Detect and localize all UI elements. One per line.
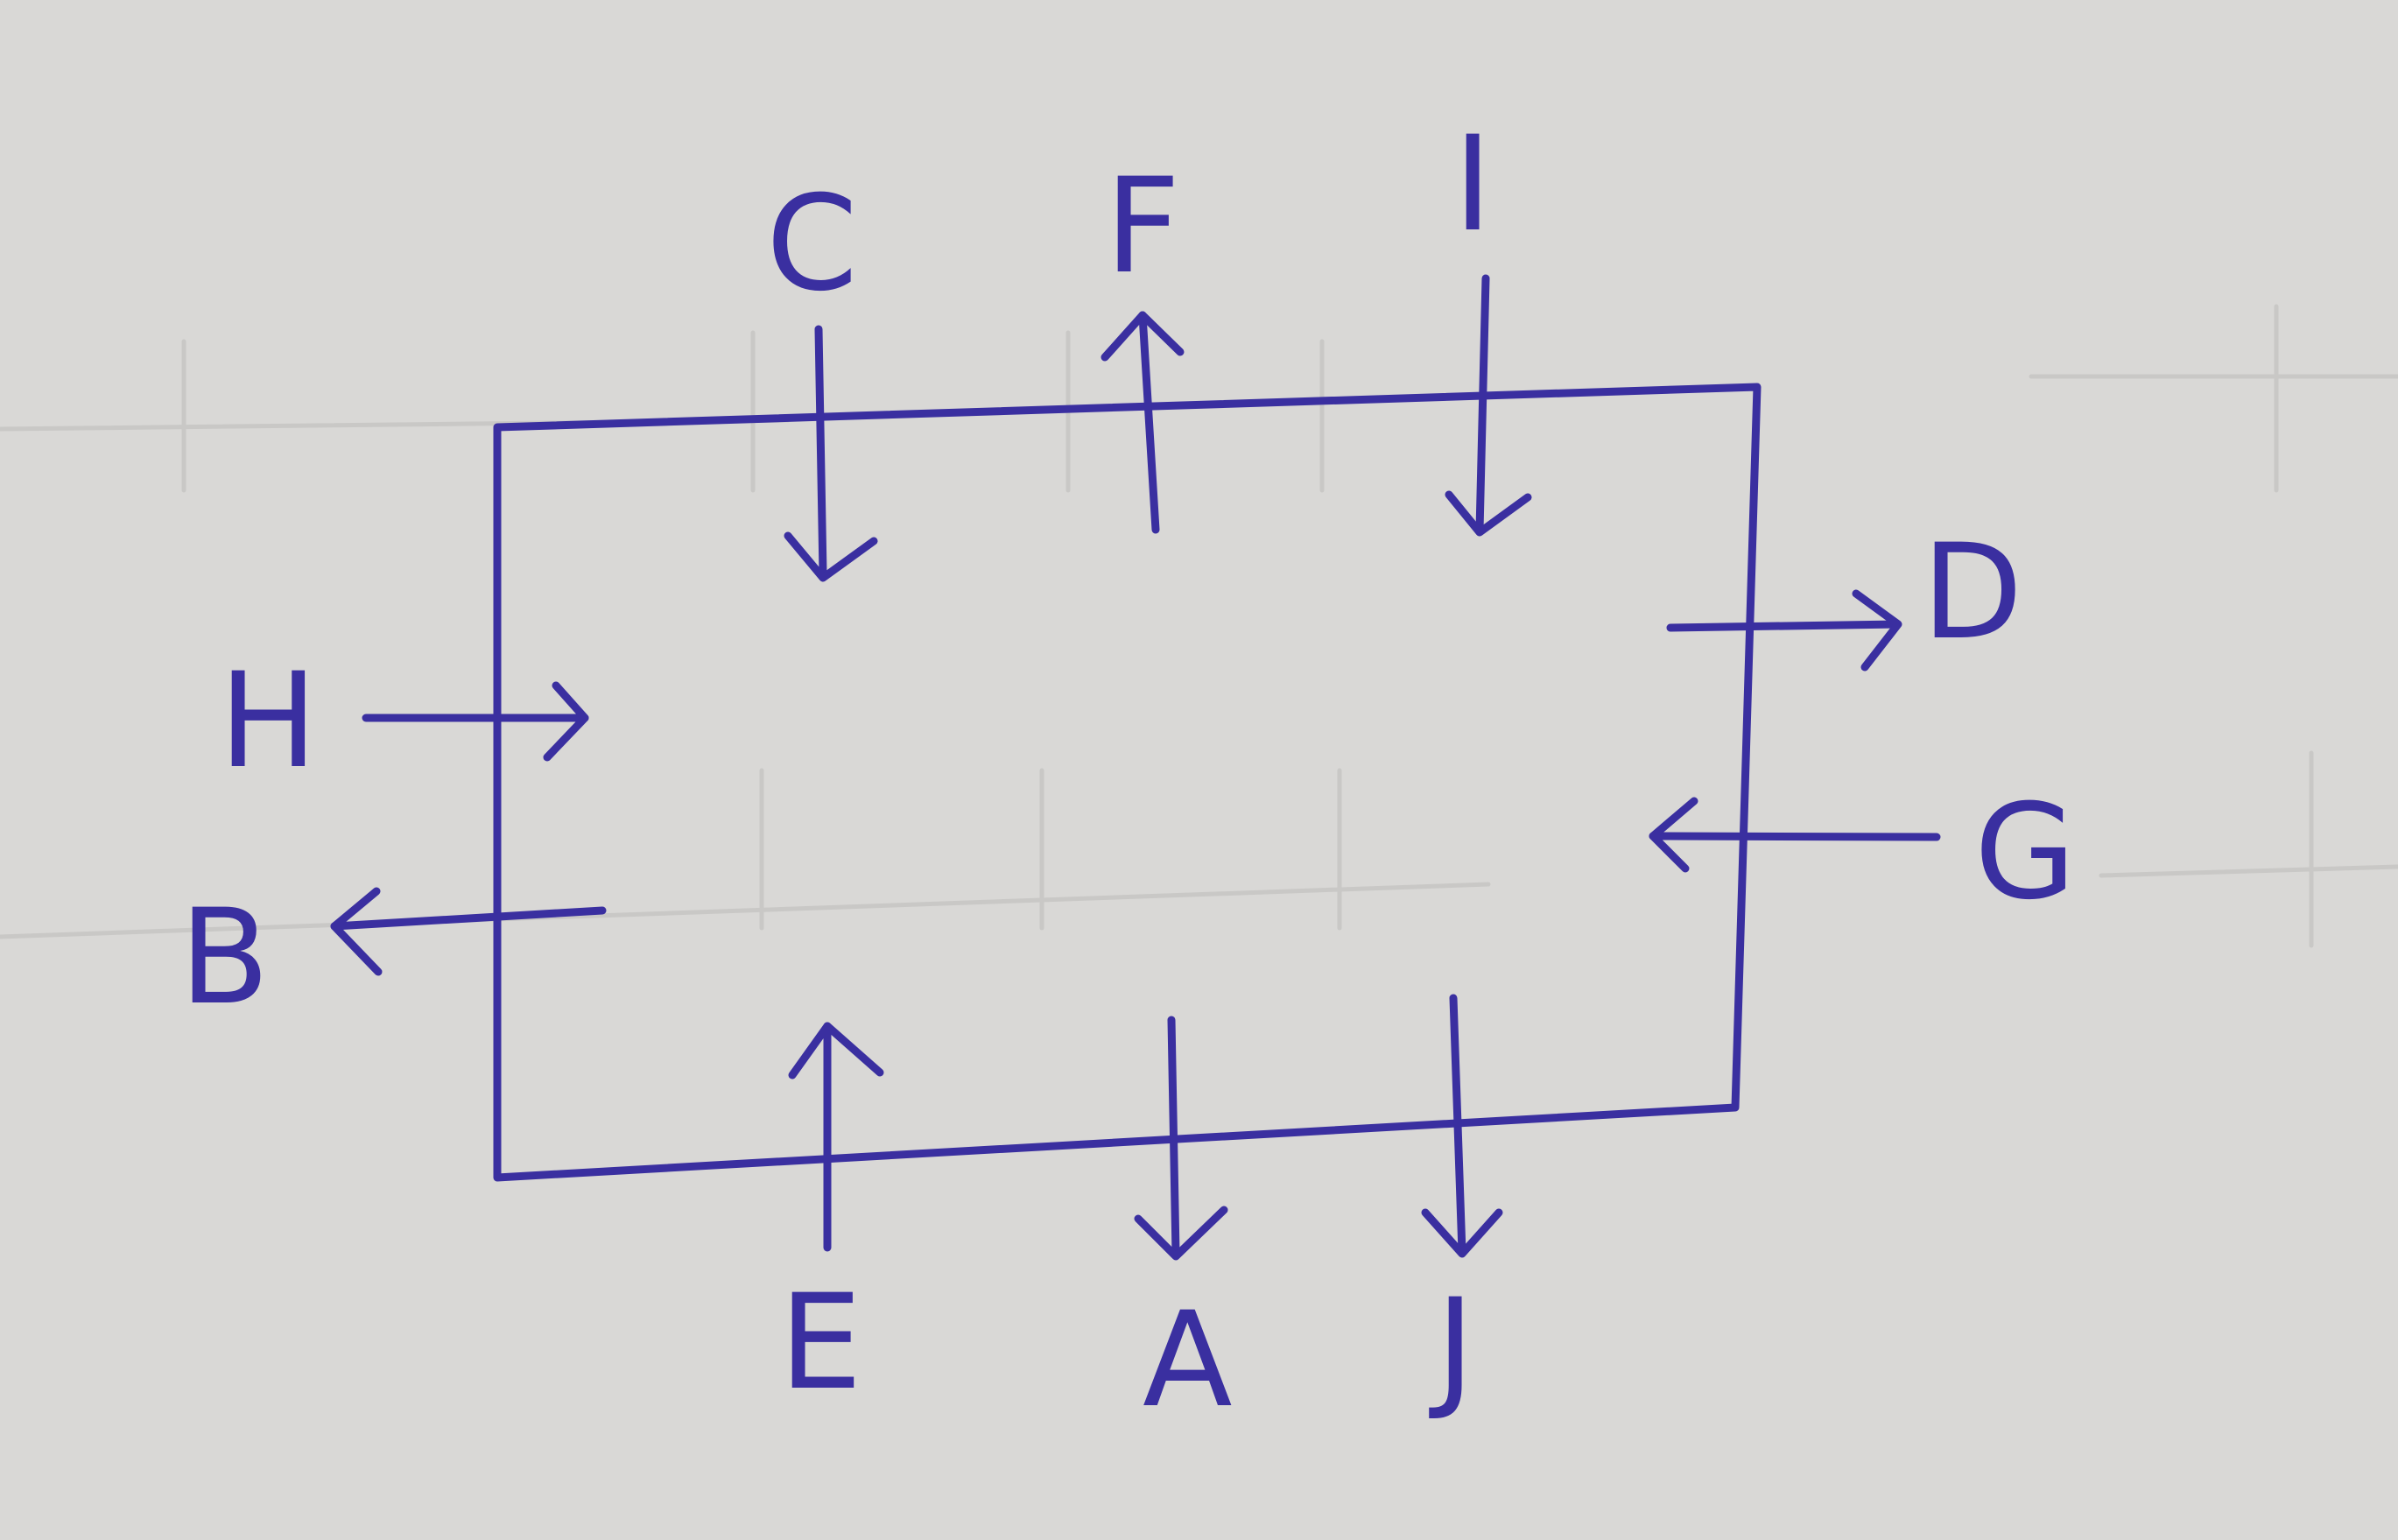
label-b: B [179,882,270,1034]
arrow-j [1421,994,1503,1258]
arrow-a [1134,1016,1228,1261]
arrow-f [1101,311,1185,534]
arrow-i [1445,274,1532,537]
arrow-e [788,1022,884,1252]
arrow-c [784,325,878,582]
label-i: I [1453,109,1492,261]
label-j: J [1429,1271,1474,1424]
arrow-h [362,681,589,762]
label-c: C [766,168,858,320]
label-f: F [1105,151,1180,303]
label-g: G [1974,777,2076,929]
arrow-b [330,887,607,976]
rectangle-outline [493,383,1762,1182]
label-d: D [1922,517,2023,669]
label-a: A [1143,1284,1233,1437]
label-h: H [219,645,318,798]
arrow-d [1666,589,1902,672]
label-e: E [779,1267,862,1419]
arrow-g [1649,797,1941,873]
